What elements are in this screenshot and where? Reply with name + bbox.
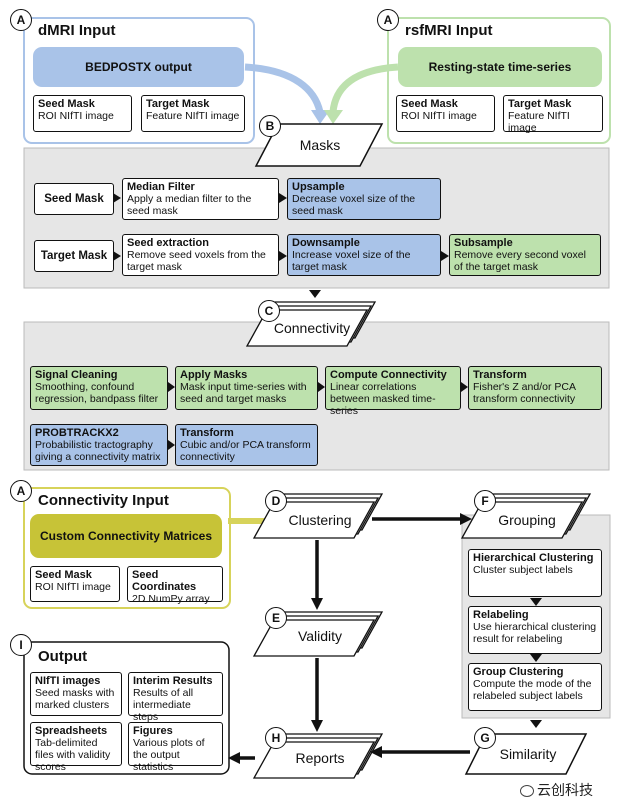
signal-cleaning-box: Signal Cleaning Smoothing, confound regr… bbox=[30, 366, 168, 410]
output-badge: I bbox=[10, 634, 32, 656]
connectivity-shape bbox=[245, 309, 369, 347]
dmri-arrowhead bbox=[311, 110, 330, 124]
seed-extraction-box: Seed extraction Remove seed voxels from … bbox=[122, 234, 279, 276]
dmri-badge: A bbox=[10, 9, 32, 31]
masks-shape bbox=[254, 123, 384, 167]
masks-badge: B bbox=[259, 115, 281, 137]
similarity-label: Similarity bbox=[499, 746, 557, 762]
reports-label: Reports bbox=[295, 750, 345, 766]
reports-shape bbox=[252, 741, 376, 779]
downsample-box: Downsample Increase voxel size of the ta… bbox=[287, 234, 441, 276]
rsfmri-badge: A bbox=[377, 9, 399, 31]
hierarchical-clustering-box: Hierarchical Clustering Cluster subject … bbox=[468, 549, 602, 597]
apply-masks-box: Apply Masks Mask input time-series with … bbox=[175, 366, 318, 410]
grouping-badge: F bbox=[474, 490, 496, 512]
seed-mask-label: Seed Mask bbox=[34, 183, 114, 215]
rsfmri-target-mask: Target Mask Feature NIfTI image bbox=[503, 95, 603, 134]
target-mask-label: Target Mask bbox=[34, 240, 114, 272]
wechat-icon bbox=[520, 785, 534, 798]
relabeling-box: Relabeling Use hierarchical clustering r… bbox=[468, 606, 602, 654]
dmri-seed-mask: Seed Mask ROI NIfTI image bbox=[33, 95, 132, 132]
connectivity-label: Connectivity bbox=[273, 320, 351, 336]
transform2-box: Transform Cubic and/or PCA transform con… bbox=[175, 424, 318, 466]
reports-badge: H bbox=[265, 727, 287, 749]
interim-results-box: Interim Results Results of all intermedi… bbox=[128, 672, 223, 723]
conn-input-title: Connectivity Input bbox=[38, 492, 169, 509]
dmri-target-mask: Target Mask Feature NIfTI image bbox=[141, 95, 245, 132]
figures-box: Figures Various plots of the output stat… bbox=[128, 722, 223, 773]
upsample-box: Upsample Decrease voxel size of the seed… bbox=[287, 178, 441, 220]
dmri-header: BEDPOSTX output bbox=[33, 47, 244, 87]
subsample-box: Subsample Remove every second voxel of t… bbox=[449, 234, 601, 276]
clustering-shape bbox=[252, 501, 376, 539]
transform1-box: Transform Fisher's Z and/or PCA transfor… bbox=[468, 366, 602, 410]
masks-label: Masks bbox=[299, 137, 341, 153]
conn-input-header: Custom Connectivity Matrices bbox=[30, 514, 222, 558]
grouping-label: Grouping bbox=[498, 512, 556, 528]
grouping-shape bbox=[460, 501, 584, 539]
rsfmri-header: Resting-state time-series bbox=[398, 47, 602, 87]
conn-seed-mask: Seed Mask ROI NIfTI image bbox=[30, 566, 120, 602]
probtrackx2-box: PROBTRACKX2 Probabilistic tractography g… bbox=[30, 424, 168, 466]
conn-seed-coords: Seed Coordinates 2D NumPy array bbox=[127, 566, 223, 605]
clustering-badge: D bbox=[265, 490, 287, 512]
validity-label: Validity bbox=[297, 628, 343, 644]
nifti-images-box: NIfTI images Seed masks with marked clus… bbox=[30, 672, 122, 716]
conn-input-badge: A bbox=[10, 480, 32, 502]
group-clustering-box: Group Clustering Compute the mode of the… bbox=[468, 663, 602, 711]
dmri-arrow bbox=[244, 63, 324, 113]
watermark: 云创科技 bbox=[520, 780, 593, 800]
rsfmri-seed-mask: Seed Mask ROI NIfTI image bbox=[396, 95, 495, 132]
validity-badge: E bbox=[265, 607, 287, 629]
connectivity-badge: C bbox=[258, 300, 280, 322]
rsfmri-arrow bbox=[329, 63, 399, 113]
dmri-title: dMRI Input bbox=[38, 22, 116, 39]
similarity-badge: G bbox=[474, 727, 496, 749]
median-filter-box: Median Filter Apply a median filter to t… bbox=[122, 178, 279, 220]
spreadsheets-box: Spreadsheets Tab-delimited files with va… bbox=[30, 722, 122, 773]
rsfmri-title: rsfMRI Input bbox=[405, 22, 493, 39]
validity-shape bbox=[252, 619, 376, 657]
output-title: Output bbox=[38, 648, 88, 665]
compute-connectivity-box: Compute Connectivity Linear correlations… bbox=[325, 366, 461, 417]
clustering-label: Clustering bbox=[288, 512, 352, 528]
similarity-shape bbox=[464, 733, 588, 775]
rsfmri-arrowhead bbox=[324, 110, 343, 124]
